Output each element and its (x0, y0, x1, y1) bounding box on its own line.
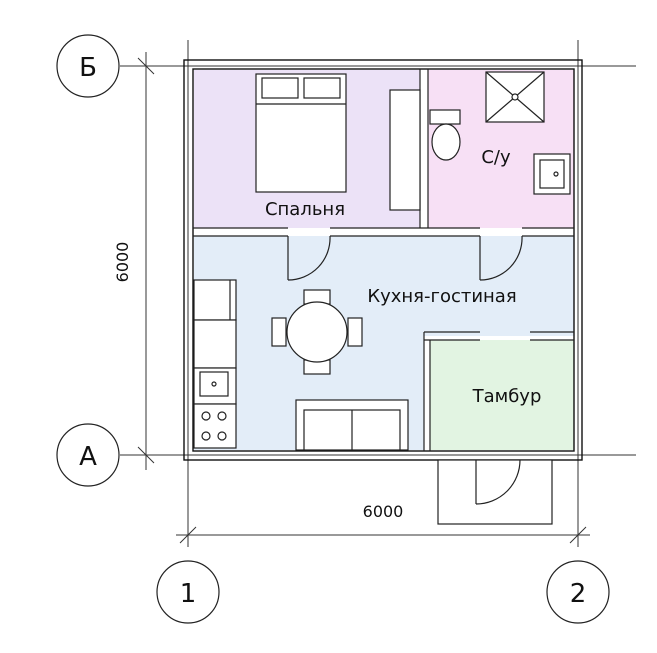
axis-label-bottom: А (79, 442, 97, 472)
axis-bubble-top: Б (56, 34, 120, 98)
door-bathroom (479, 235, 523, 281)
door-entrance (437, 459, 553, 525)
living-label: Кухня-гостиная (367, 286, 516, 307)
dimension-vertical-label: 6000 (113, 242, 132, 283)
axis-bubble-left: 1 (156, 560, 220, 624)
axis-label-left: 1 (180, 579, 197, 609)
dimension-horizontal (176, 526, 590, 544)
kitchen-counter (193, 279, 237, 449)
door-bedroom (287, 235, 331, 281)
shower (485, 71, 545, 123)
axis-bubble-bottom: А (56, 423, 120, 487)
outer-walls (183, 59, 583, 461)
axis-label-right: 2 (570, 579, 587, 609)
dimension-horizontal-label: 6000 (363, 502, 404, 521)
bedroom-label: Спальня (265, 199, 345, 220)
bed (255, 73, 347, 193)
dining-table (271, 289, 363, 375)
axis-lines (120, 40, 636, 547)
sofa (295, 399, 409, 451)
bathroom-label: С/у (481, 147, 511, 168)
axis-label-top: Б (79, 53, 97, 83)
vestibule-label: Тамбур (472, 386, 542, 407)
bathroom-sink (533, 153, 571, 195)
toilet (429, 109, 461, 161)
vestibule-fill (430, 340, 574, 450)
wardrobe (389, 89, 421, 211)
axis-bubble-right: 2 (546, 560, 610, 624)
dimension-vertical (137, 52, 155, 470)
living-fill (194, 236, 574, 336)
